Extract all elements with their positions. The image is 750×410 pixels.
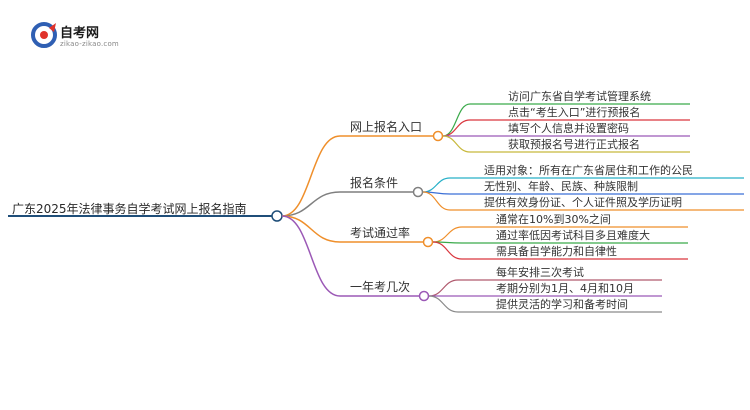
branch-label: 考试通过率 xyxy=(350,226,411,240)
site-logo: 自考网 zikao-zikao.com xyxy=(30,18,140,52)
leaf-connector xyxy=(442,119,471,137)
branch-label: 网上报名入口 xyxy=(350,120,423,134)
leaf-connector xyxy=(422,177,451,193)
branch-connector xyxy=(281,215,341,243)
leaf-label: 无性别、年龄、民族、种族限制 xyxy=(484,180,638,193)
branch-node-dot xyxy=(418,290,430,302)
branch-label: 报名条件 xyxy=(350,176,399,190)
leaf-connector xyxy=(422,191,451,211)
leaf-connector xyxy=(442,103,471,137)
leaf-label: 通过率低因考试科目多且难度大 xyxy=(496,229,650,242)
root-node-label: 广东2025年法律事务自学考试网上报名指南 xyxy=(12,202,247,216)
branch-connector xyxy=(281,191,341,217)
leaf-label: 访问广东省自学考试管理系统 xyxy=(508,90,651,103)
branch-node-dot xyxy=(412,186,424,198)
leaf-label: 填写个人信息并设置密码 xyxy=(508,122,629,135)
leaf-connector xyxy=(432,226,463,243)
leaf-label: 通常在10%到30%之间 xyxy=(496,213,611,226)
leaf-label: 适用对象：所有在广东省居住和工作的公民 xyxy=(484,164,693,177)
leaf-label: 获取预报名号进行正式报名 xyxy=(508,138,640,151)
leaf-label: 点击“考生入口”进行预报名 xyxy=(508,106,641,119)
branch-node-dot xyxy=(422,236,434,248)
branch-label: 一年考几次 xyxy=(350,280,411,294)
branch-connector xyxy=(281,135,341,217)
leaf-connector xyxy=(432,241,463,260)
root-node-dot xyxy=(271,210,283,222)
leaf-label: 需具备自学能力和自律性 xyxy=(496,245,617,258)
leaf-connector xyxy=(428,295,459,313)
leaf-connector xyxy=(428,279,459,297)
leaf-label: 提供灵活的学习和备考时间 xyxy=(496,298,628,311)
leaf-label: 每年安排三次考试 xyxy=(496,266,584,279)
leaf-connector xyxy=(442,135,471,153)
branch-node-dot xyxy=(432,130,444,142)
logo-title: 自考网 xyxy=(60,26,100,41)
branch-connector xyxy=(281,215,341,297)
logo-mark-icon xyxy=(31,22,57,48)
leaf-label: 提供有效身份证、个人证件照及学历证明 xyxy=(484,196,682,209)
logo-url: zikao-zikao.com xyxy=(60,40,119,48)
leaf-label: 考期分别为1月、4月和10月 xyxy=(496,282,634,295)
